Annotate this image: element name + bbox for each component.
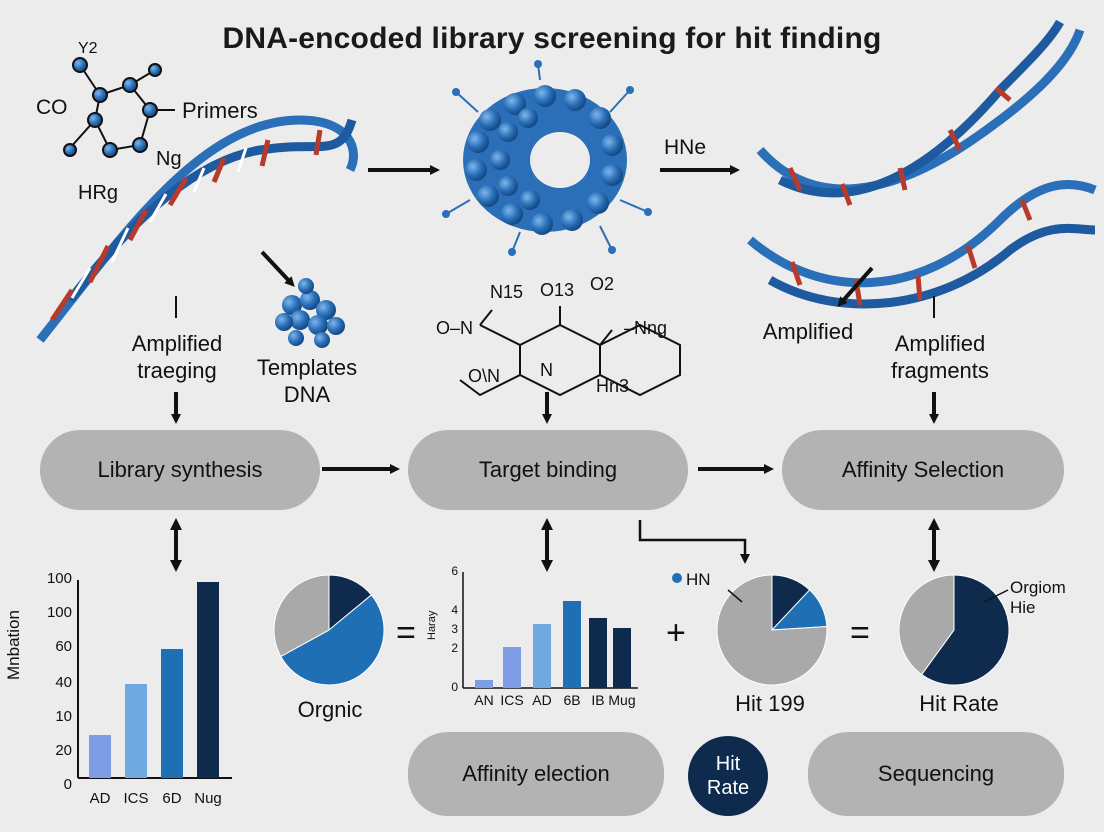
bar-chart-1-bar: [125, 683, 147, 778]
bar-chart-2-ytick: 6: [451, 564, 458, 578]
pie-label-orgnic: Orgnic: [297, 697, 363, 722]
bar-chart-1-ytick: 20: [55, 742, 72, 759]
chem-label-n15: N15: [490, 282, 524, 302]
operator-plus: +: [666, 614, 686, 652]
bar-chart-2-bar: [589, 618, 607, 688]
bar-chart-2-ytick: 0: [451, 680, 458, 694]
orgiom-pointer-line: [983, 589, 1009, 603]
bar-chart-1-ytick: 100: [46, 604, 72, 621]
operator-equals-2: =: [850, 614, 870, 652]
chem-label-n-ng: –Nng: [624, 318, 668, 338]
bar-chart-1-axes: [77, 580, 232, 779]
pie-chart-hit-199: [716, 574, 828, 686]
bar-chart-1-bar: [89, 734, 111, 778]
annotation-amplified-fragments: Amplified fragments: [891, 331, 989, 383]
chem-label-y2: Y2: [78, 40, 98, 57]
step-target-binding: Target binding: [408, 430, 688, 510]
pie-label-hit-199: Hit 199: [735, 691, 805, 716]
bar-chart-2-ytick: 4: [451, 602, 458, 617]
hn-legend-dot: [672, 573, 682, 583]
bar-chart-1-xtick: Nug: [194, 790, 222, 807]
bar-chart-2-ytick: 3: [451, 622, 458, 636]
hn-pointer-line: [727, 589, 743, 603]
chem-label-o-n: O–N: [436, 318, 474, 338]
page-title: DNA-encoded library screening for hit fi…: [222, 22, 882, 55]
bar-chart-1-xtick: AD: [89, 790, 111, 807]
chem-label-hn3: Hn3: [596, 376, 630, 396]
chem-label-primers: Primers: [182, 98, 258, 123]
flow-arrows: [170, 165, 940, 572]
bar-chart-1-ytick: 60: [55, 638, 72, 655]
bar-chart-2-xtick: AN: [474, 692, 494, 708]
dna-helix-right-icon: [747, 19, 1097, 309]
hit-rate-badge-line1: Hit: [715, 753, 741, 775]
bar-chart-2-xtick: Mug: [608, 692, 636, 708]
pie-chart-hit-rate: [898, 574, 1010, 686]
pie-label-hit-rate: Hit Rate: [919, 691, 999, 716]
bar-chart-1-xtick: ICS: [123, 790, 149, 807]
bar-chart-1-ytick: 40: [55, 674, 72, 691]
chem-label-o2: O2: [590, 274, 615, 294]
step-affinity-selection: Affinity Selection: [782, 430, 1064, 510]
molecule-icon: [63, 57, 175, 158]
bar-chart-2-bar: [613, 628, 631, 688]
operator-equals-1: =: [396, 614, 416, 652]
bar-chart-2-bar: [503, 647, 521, 688]
template-cluster-icon: [275, 278, 345, 348]
bar-chart-2-bar: [563, 601, 581, 688]
bar-chart-1-ytick: 0: [63, 776, 72, 793]
pie-label-orgiom: Orgiom: [1010, 578, 1066, 597]
chem-label-ng: Ng: [156, 148, 182, 170]
bar-chart-2-ytick: 2: [451, 641, 458, 656]
pie-label-hn: HN: [686, 570, 711, 589]
bar-chart-2-bar: [475, 680, 493, 688]
pie-slice: [280, 594, 385, 686]
chem-label-hne: HNe: [664, 136, 707, 159]
annotation-amplified-traeging: Amplified traeging: [131, 331, 223, 383]
pie-slice: [716, 574, 828, 686]
chem-label-o-n2: O\N: [468, 366, 501, 386]
bar-chart-1-bar: [161, 648, 183, 778]
bar-chart-2-bar: [533, 624, 551, 688]
hit-rate-badge: Hit Rate: [688, 736, 768, 816]
chem-label-co: CO: [36, 96, 68, 119]
bar-chart-2-xtick: AD: [532, 692, 552, 708]
dna-helix-left-icon: [36, 115, 358, 343]
bar-chart-2-axes: [462, 572, 638, 689]
bar-chart-1-ytick: 100: [46, 570, 72, 587]
bar-chart-1-ylabel: Mnbation: [4, 610, 23, 680]
bar-chart-2-xtick: ICS: [500, 692, 524, 708]
step-sequencing: Sequencing: [808, 732, 1064, 816]
pie-slice: [920, 574, 1010, 686]
bar-chart-1-bar: [197, 582, 219, 778]
bar-chart-2-xtick: IB: [591, 692, 605, 708]
pie-chart-orgnic: [273, 574, 385, 686]
chem-label-n: N: [540, 360, 553, 380]
hit-rate-badge-line2: Rate: [706, 777, 750, 799]
chem-label-o13: O13: [540, 280, 575, 300]
pie-slice: [898, 574, 955, 676]
step-library-synthesis: Library synthesis: [40, 430, 320, 510]
bar-chart-2-ylabel: Haray: [426, 610, 438, 640]
bar-chart-2-xtick: 6B: [563, 692, 581, 708]
nanoparticle-cluster-icon: [442, 60, 652, 256]
bar-chart-1-xtick: 6D: [162, 790, 182, 807]
pie-label-orgiom-hie: Orgiom Hie: [1010, 578, 1100, 618]
chemical-structure-icon: [459, 306, 681, 397]
annotation-templates-dna: Templates DNA: [256, 355, 358, 407]
chem-label-hrg: HRg: [78, 182, 119, 204]
pie-label-hie: Hie: [1010, 598, 1036, 617]
annotation-amplified: Amplified: [762, 319, 854, 344]
bar-chart-1-ytick: 10: [55, 708, 72, 725]
pie-slice: [273, 574, 330, 658]
step-affinity-election: Affinity election: [408, 732, 664, 816]
